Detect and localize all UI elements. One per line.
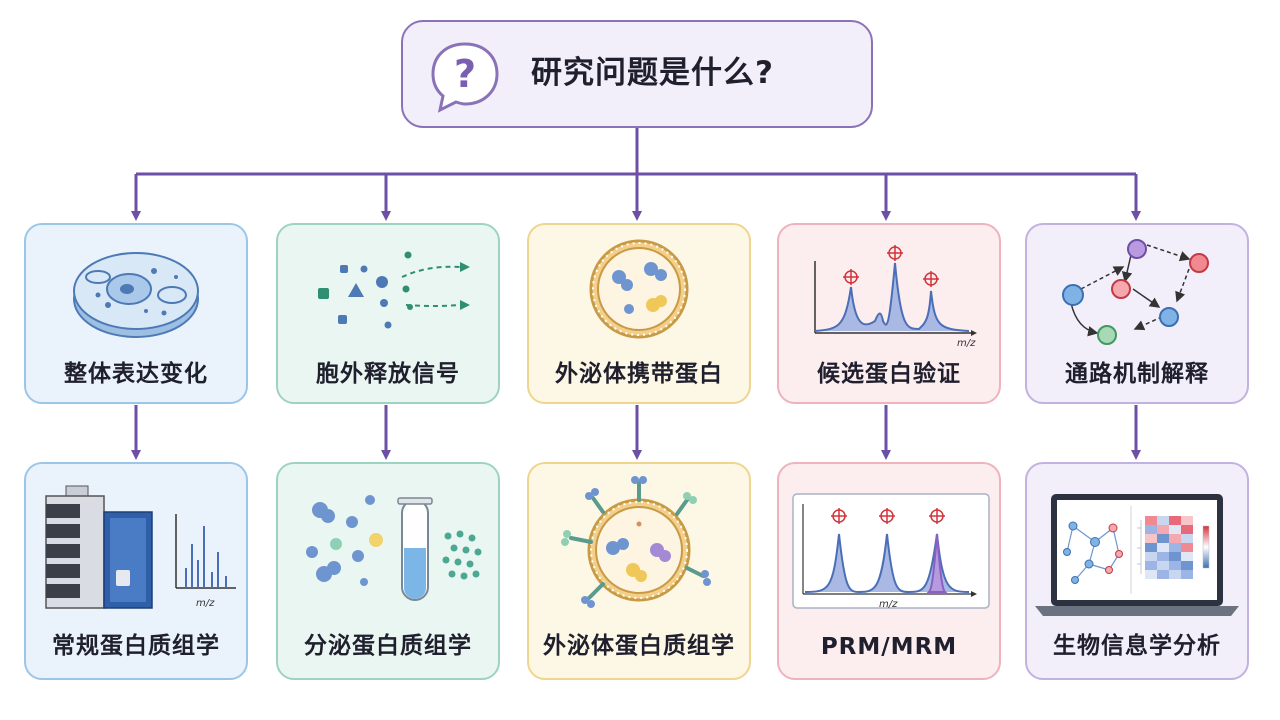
method-label: 外泌体蛋白质组学 [543,633,735,659]
question-label: 整体表达变化 [64,361,208,387]
exosome-icon [589,239,689,339]
axis-label: m/z [957,338,976,349]
cell-icon [73,252,199,338]
question-label: 外泌体携带蛋白 [555,361,723,387]
method-card-4: m/z PRM/MRM [777,462,1001,680]
question-card-2: 胞外释放信号 [276,223,500,404]
method-card-1: m/z 常规蛋白质组学 [24,462,248,680]
method-card-2: 分泌蛋白质组学 [276,462,500,680]
method-label: 分泌蛋白质组学 [304,633,472,659]
method-label: 生物信息学分析 [1053,633,1221,659]
question-card-5: 通路机制解释 [1025,223,1249,404]
axis-label: m/z [196,598,215,609]
question-card-4: m/z 候选蛋白验证 [777,223,1001,404]
question-card-3: 外泌体携带蛋白 [527,223,751,404]
laptop-heatmap-icon [1035,494,1239,616]
test-tube-icon [306,495,482,601]
method-label: PRM/MRM [820,634,958,660]
svg-text:?: ? [454,52,476,96]
question-card-1: 整体表达变化 [24,223,248,404]
mass-spectrometer-icon: m/z [45,485,236,609]
question-label: 胞外释放信号 [316,361,460,387]
root-question-box: ? 研究问题是什么? [401,20,873,128]
secreted-molecules-icon [318,251,470,329]
axis-label: m/z [879,599,898,610]
method-card-3: 外泌体蛋白质组学 [527,462,751,680]
targeted-spectrum-icon: m/z [814,245,977,349]
question-label: 通路机制解释 [1065,361,1209,387]
root-title: 研究问题是什么? [531,55,774,91]
method-card-5: 生物信息学分析 [1025,462,1249,680]
question-bubble-icon: ? [431,42,499,113]
pathway-network-icon [1062,239,1209,345]
method-label: 常规蛋白质组学 [52,633,220,659]
exosome-membrane-proteins-icon [561,476,711,608]
question-label: 候选蛋白验证 [817,361,961,387]
targeted-peaks-icon: m/z [792,493,990,610]
